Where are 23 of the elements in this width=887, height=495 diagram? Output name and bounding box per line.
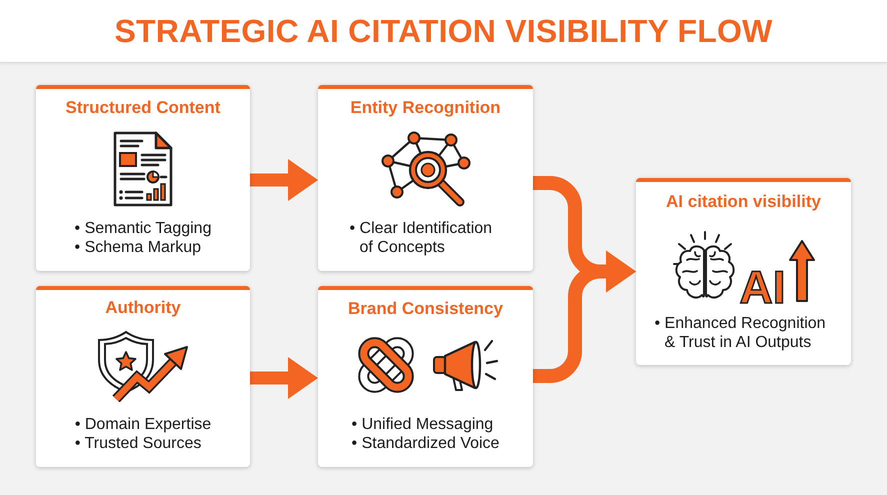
bullet-point: • Clear Identification of Concepts: [350, 218, 494, 256]
process-card: [36, 286, 250, 467]
bullet-point: • Domain Expertise: [74, 414, 212, 434]
page-title: STRATEGIC AI CITATION VISIBILITY FLOW: [114, 12, 773, 50]
card-heading: AI citation visibility: [666, 191, 821, 213]
process-card: [318, 85, 533, 271]
bullet-point: • Semantic Tagging: [74, 218, 212, 238]
card-heading: Authority: [105, 297, 181, 319]
bullet-point: • Enhanced Recognition & Trust in AI Outputs: [654, 314, 827, 352]
bullet-point: • Standardized Voice: [352, 434, 500, 452]
card-heading: Brand Consistency: [348, 298, 503, 320]
result-card: [636, 178, 851, 365]
icon-lettering: AI: [740, 265, 786, 309]
process-card: [318, 286, 533, 467]
arrow: [250, 159, 318, 201]
process-card: [36, 85, 250, 271]
bullet-point: • Trusted Sources: [74, 434, 202, 452]
bullet-point: • Schema Markup: [74, 238, 202, 256]
curved-arrow: [533, 250, 636, 383]
card-heading: Structured Content: [66, 97, 220, 119]
card-heading: Entity Recognition: [350, 97, 501, 119]
arrow: [250, 357, 318, 399]
bullet-point: • Unified Messaging: [352, 414, 494, 434]
